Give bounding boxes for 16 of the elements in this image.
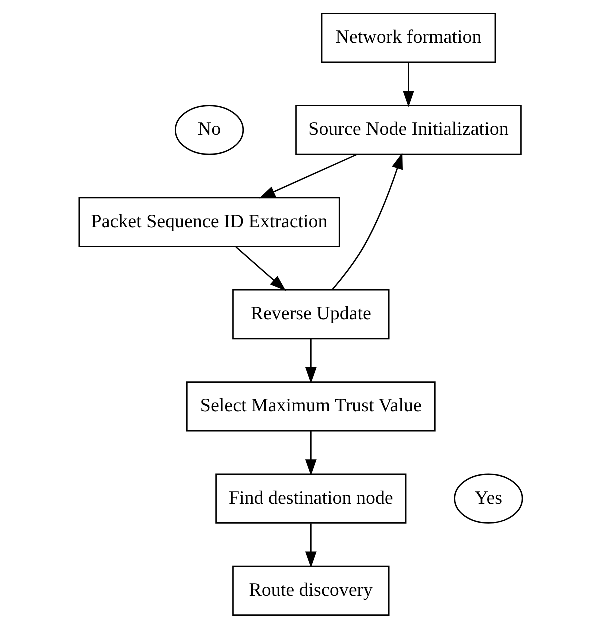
node-box: Find destination node	[215, 474, 406, 524]
arrow	[304, 339, 316, 384]
arrow	[258, 154, 357, 199]
node-box: Route discovery	[232, 566, 390, 616]
node-box: Network formation	[320, 12, 496, 64]
arrow	[235, 246, 286, 292]
node-box: Select Maximum Trust Value	[186, 382, 436, 432]
node-ellipse: Yes	[454, 474, 523, 524]
node-box: Reverse Update	[232, 289, 390, 340]
arrow	[304, 524, 316, 568]
arrow	[332, 153, 402, 290]
node-box: Packet Sequence ID Extraction	[78, 197, 340, 248]
node-box: Source Node Initialization	[295, 105, 522, 156]
node-ellipse: No	[174, 105, 244, 156]
arrow	[402, 62, 414, 108]
arrow	[304, 432, 316, 476]
